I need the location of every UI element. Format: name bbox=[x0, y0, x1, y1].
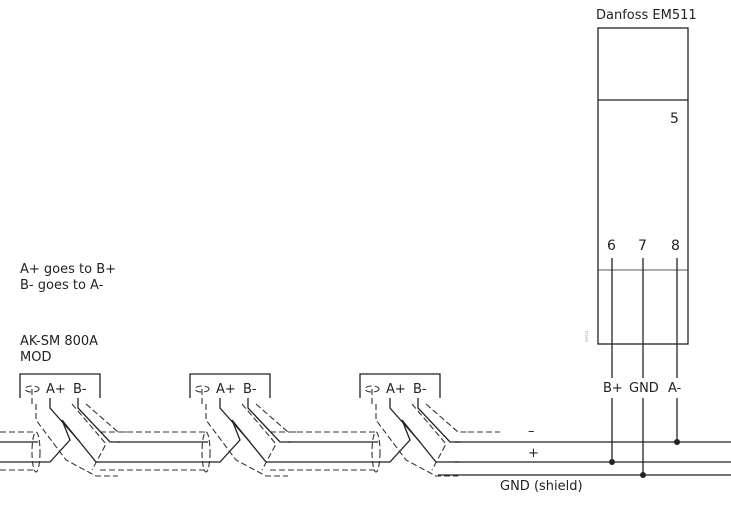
controller-chain bbox=[0, 373, 500, 477]
ctrl1-wire-bminus bbox=[77, 398, 120, 443]
ctrl1-shield-clip bbox=[24, 385, 40, 393]
ctrl1-terminal-a: A+ bbox=[46, 382, 66, 397]
ctrl2-shield-clip bbox=[194, 385, 210, 393]
ctrl2-terminal-b: B- bbox=[243, 382, 257, 397]
ctrl3-shield-cross-c bbox=[411, 403, 447, 471]
ctrl2-shield-cross-b bbox=[255, 403, 298, 433]
ctrl1-cross-plus bbox=[61, 419, 100, 463]
ctrl3-terminal-block bbox=[359, 373, 441, 398]
junction-bplus bbox=[609, 459, 615, 465]
ctrl2-terminal-block bbox=[189, 373, 271, 398]
ctrl3-shield-cross-b bbox=[425, 403, 468, 433]
ctrl2-cross-plus bbox=[231, 419, 270, 463]
bus-minus-label: – bbox=[528, 424, 535, 439]
wire-label-aminus: A- bbox=[668, 381, 682, 396]
device-title: Danfoss EM511 bbox=[596, 8, 697, 23]
ctrl1-wire-aplus bbox=[49, 398, 81, 443]
ctrl3-wire-aplus bbox=[389, 398, 421, 443]
ctrl3-shield-clip bbox=[364, 385, 380, 393]
ctrl1-terminal-b: B- bbox=[73, 382, 87, 397]
ctrl3-shield-cross-a bbox=[375, 404, 458, 477]
wire-label-bplus: B+ bbox=[603, 381, 623, 396]
ctrl2-shield-cross-a bbox=[205, 404, 288, 477]
note-line-2: B- goes to A- bbox=[20, 278, 104, 293]
wire-label-gnd: GND bbox=[629, 381, 659, 396]
note-line-1: A+ goes to B+ bbox=[20, 262, 117, 277]
junction-gnd bbox=[640, 472, 646, 478]
ctrl1-shield-cross-a bbox=[35, 404, 118, 477]
ctrl2-wire-aplus bbox=[219, 398, 251, 443]
bus-plus-label: + bbox=[528, 446, 539, 461]
ctrl1-terminal-block bbox=[19, 373, 101, 398]
ctrl3-wire-bminus bbox=[417, 398, 460, 443]
ctrl3-cable-shield-ring bbox=[371, 431, 381, 473]
controller-name-line1: AK-SM 800A bbox=[20, 334, 99, 349]
junction-aminus bbox=[674, 439, 680, 445]
controller-name-line2: MOD bbox=[20, 350, 52, 365]
ctrl2-wire-loop bbox=[208, 419, 241, 463]
device-terminal-6: 6 bbox=[607, 238, 616, 254]
ctrl3-terminal-b: B- bbox=[413, 382, 427, 397]
ctrl1-cable-shield-ring bbox=[31, 431, 41, 473]
ctrl2-cable-shield-ring bbox=[201, 431, 211, 473]
ctrl2-terminal-a: A+ bbox=[216, 382, 236, 397]
device-terminal-8: 8 bbox=[671, 238, 680, 254]
ctrl2-wire-bminus bbox=[247, 398, 290, 443]
device-side-mark: EM511 bbox=[585, 330, 589, 342]
ctrl2-shield-cross-c bbox=[241, 403, 277, 471]
ctrl1-shield-cross-b bbox=[85, 403, 128, 433]
ctrl3-terminal-a: A+ bbox=[386, 382, 406, 397]
device-terminal-7: 7 bbox=[638, 238, 647, 254]
ctrl1-shield-cross-c bbox=[71, 403, 107, 471]
ctrl3-wire-loop bbox=[378, 419, 411, 463]
ctrl3-cross-plus bbox=[401, 419, 440, 463]
ctrl1-wire-loop bbox=[38, 419, 71, 463]
device-terminal-5: 5 bbox=[670, 111, 679, 127]
bus-gnd-label: GND (shield) bbox=[500, 479, 583, 494]
